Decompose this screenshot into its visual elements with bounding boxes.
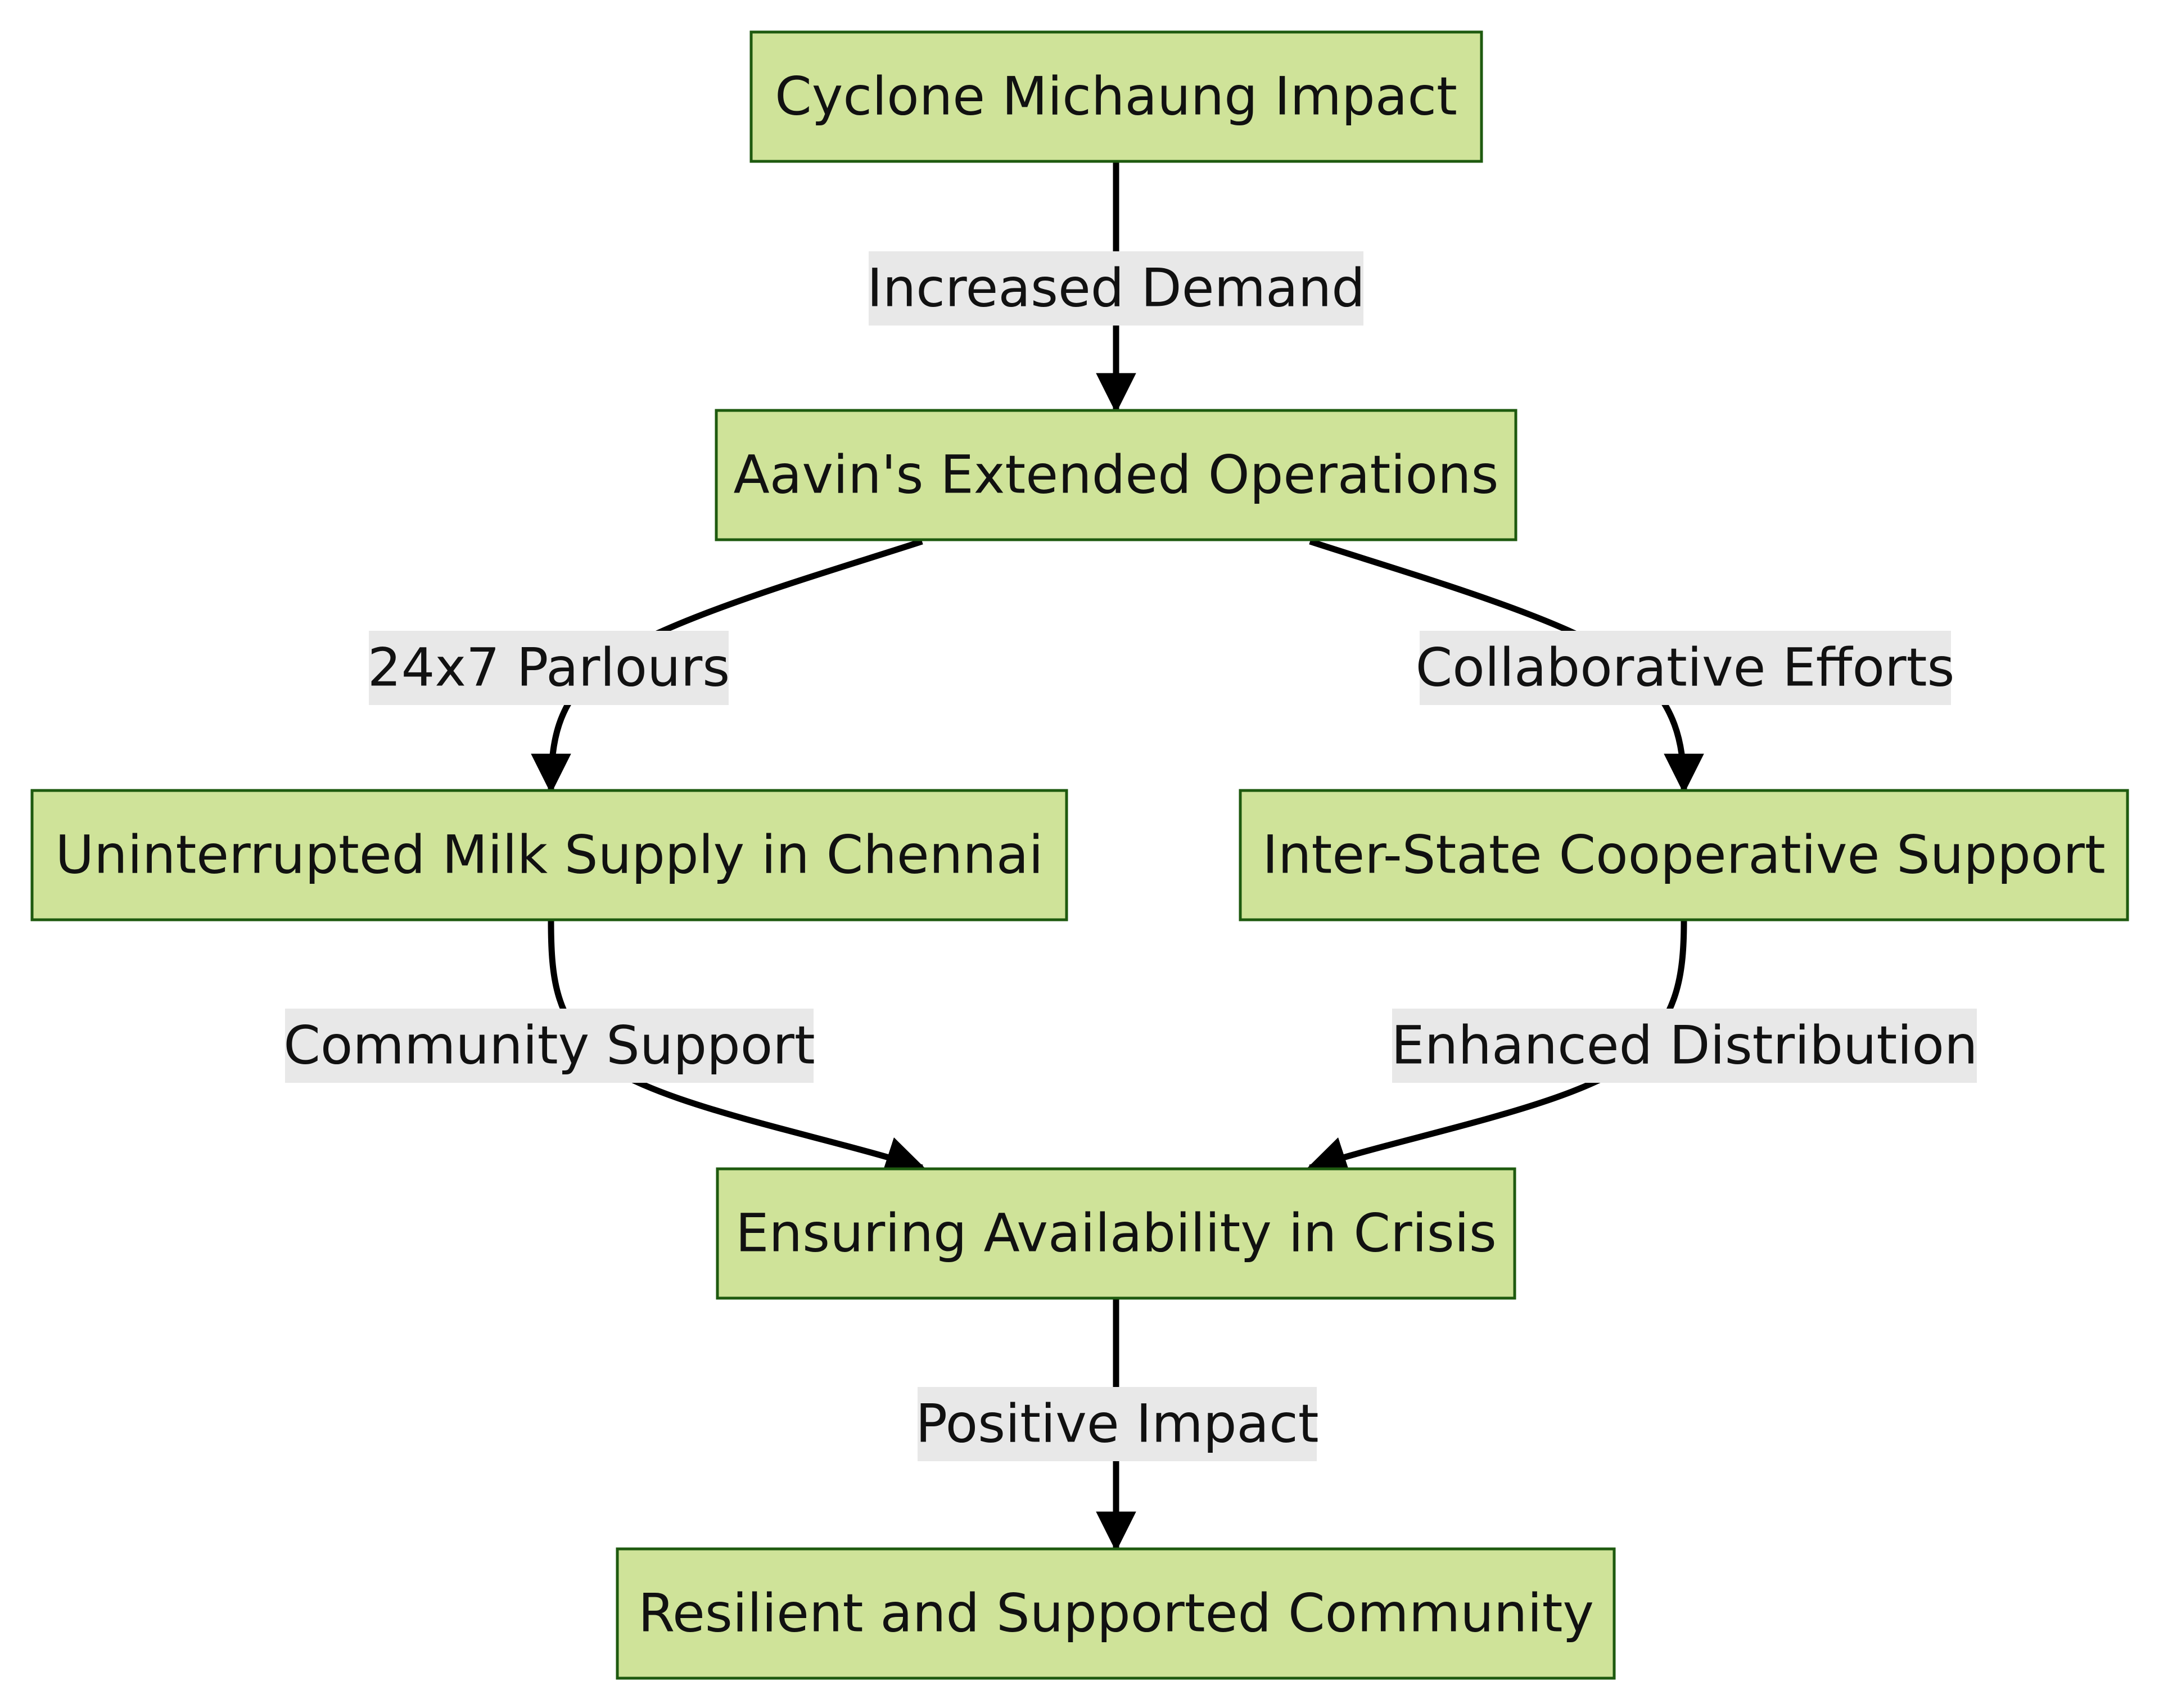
edge-labels-layer: Increased Demand 24x7 Parlours Collabora… [283,251,1978,1461]
node-box [30,789,1068,921]
edge-label-bg [918,1387,1317,1461]
edge-label-enhanced-distribution: Enhanced Distribution [1391,1015,1977,1077]
node-box [715,409,1517,541]
edge-label-increased-demand: Increased Demand [867,258,1365,319]
node-aavins-extended-operations[interactable]: Aavin's Extended Operations [715,409,1517,541]
node-ensuring-availability-in-crisis[interactable]: Ensuring Availability in Crisis [716,1167,1516,1300]
nodes-layer: Cyclone Michaung Impact Aavin's Extended… [30,30,2129,1680]
node-label: Resilient and Supported Community [638,1583,1594,1644]
node-label: Cyclone Michaung Impact [775,66,1457,128]
node-box [616,1547,1616,1680]
edge-label-bg [869,251,1363,326]
edge-label-bg [1420,631,1951,705]
node-resilient-and-supported-community[interactable]: Resilient and Supported Community [616,1547,1616,1680]
edge-label-bg [369,631,729,705]
node-label: Uninterrupted Milk Supply in Chennai [55,825,1043,886]
node-cyclone-michaung-impact[interactable]: Cyclone Michaung Impact [749,30,1483,163]
edge-label-bg [1392,1009,1977,1083]
node-uninterrupted-milk-supply[interactable]: Uninterrupted Milk Supply in Chennai [30,789,1068,921]
node-label: Aavin's Extended Operations [733,445,1498,506]
node-box [716,1167,1516,1300]
node-box [1239,789,2129,921]
edge-label-positive-impact: Positive Impact [915,1394,1318,1455]
edge-label-collaborative-efforts: Collaborative Efforts [1416,638,1955,699]
edge-label-bg [285,1009,814,1083]
node-label: Ensuring Availability in Crisis [735,1203,1497,1264]
edge-label-community-support: Community Support [283,1015,815,1077]
node-box [749,30,1483,163]
node-inter-state-cooperative-support[interactable]: Inter-State Cooperative Support [1239,789,2129,921]
edge-label-24x7-parlours: 24x7 Parlours [368,638,730,699]
node-label: Inter-State Cooperative Support [1262,825,2106,886]
